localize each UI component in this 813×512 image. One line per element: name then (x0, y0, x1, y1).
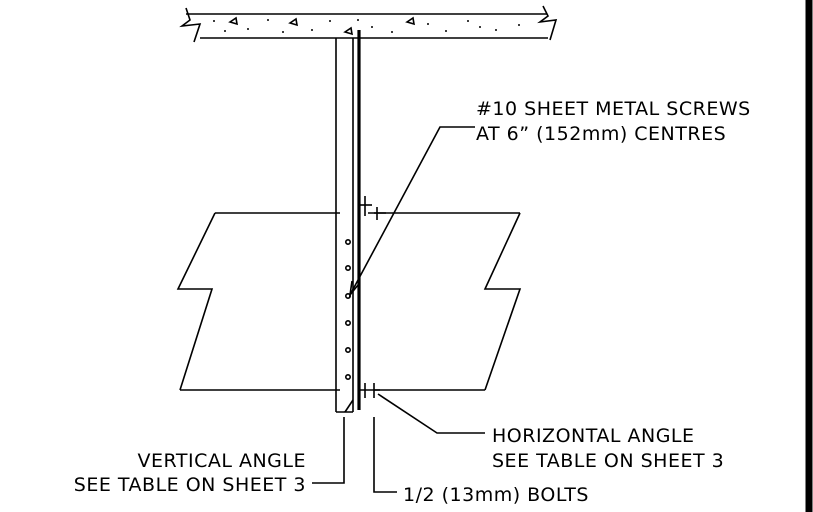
bolt-bottom (360, 383, 380, 398)
screws-leader (349, 126, 475, 296)
concrete-aggregate (213, 16, 520, 36)
vertical-angle (335, 30, 361, 413)
right-break-line (483, 212, 522, 391)
screws-label-line-2: AT 6” (152mm) CENTRES (476, 123, 726, 145)
leader-lines (312, 126, 485, 493)
bolt-top (360, 196, 386, 220)
vertical-angle-label-line-2: SEE TABLE ON SHEET 3 (74, 474, 306, 496)
screws-leader-arrow (348, 280, 359, 298)
horizontal-angle-label-line-1: HORIZONTAL ANGLE (492, 425, 695, 447)
sheet-metal-screws (344, 239, 351, 380)
left-break-line (176, 212, 216, 391)
wall-panel (176, 212, 522, 391)
bolts-leader (373, 417, 397, 493)
screws-label-line-1: #10 SHEET METAL SCREWS (476, 98, 751, 120)
bolts-label: 1/2 (13mm) BOLTS (403, 484, 589, 506)
horizontal-angle-label-line-2: SEE TABLE ON SHEET 3 (492, 450, 724, 472)
concrete-slab (179, 5, 558, 43)
vertical-angle-label-line-1: VERTICAL ANGLE (138, 450, 306, 472)
horizontal-angle-leader (377, 393, 485, 434)
vertical-angle-leader (312, 417, 345, 484)
